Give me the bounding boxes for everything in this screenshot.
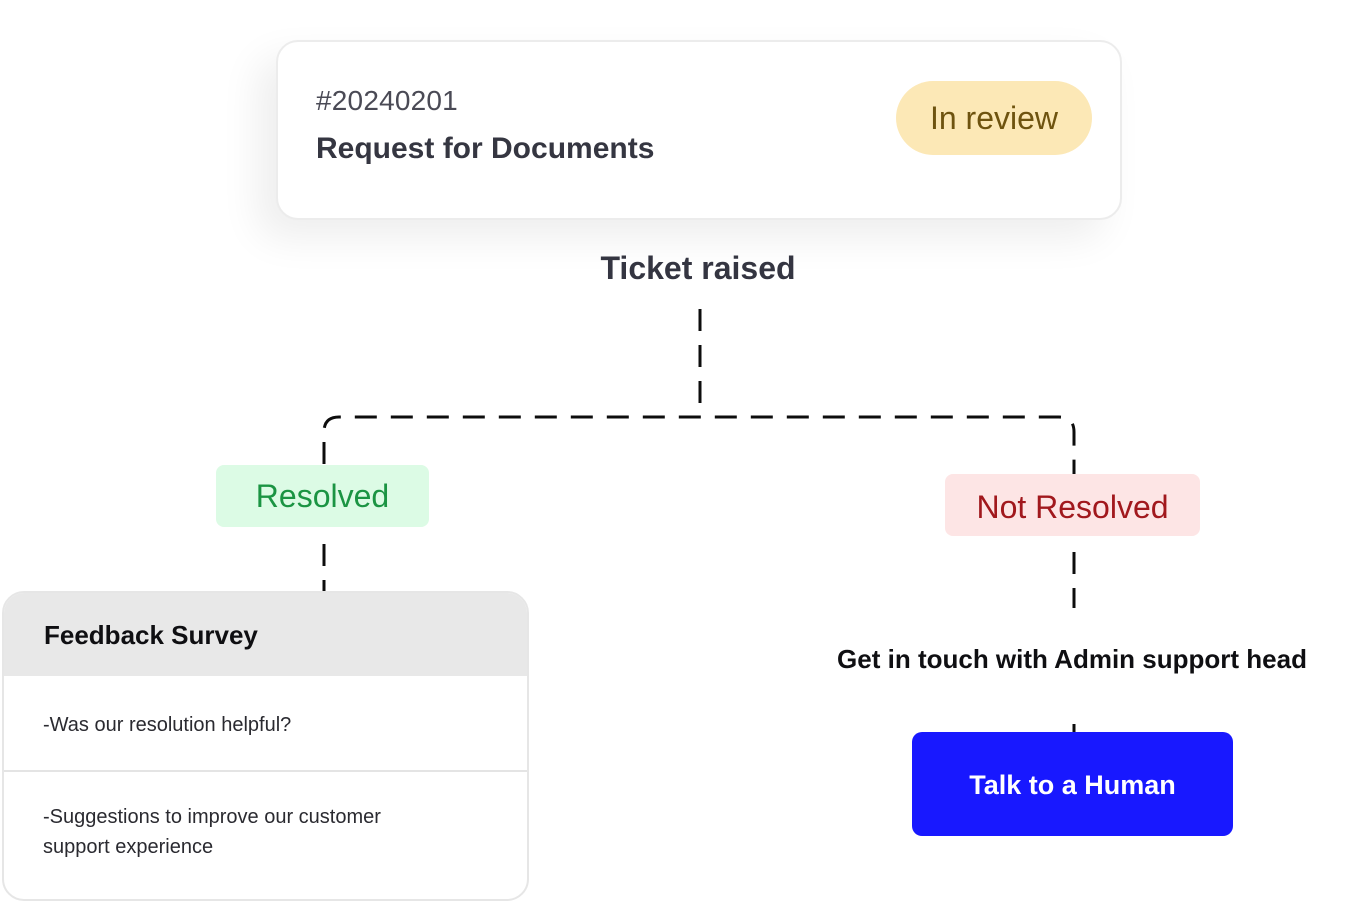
feedback-survey-card: Feedback Survey -Was our resolution help… [2, 591, 529, 901]
connector-branch-bar [322, 415, 1076, 474]
ticket-card: #20240201 Request for Documents In revie… [276, 40, 1122, 220]
talk-to-human-button[interactable]: Talk to a Human [912, 732, 1233, 836]
status-badge: In review [896, 81, 1092, 155]
resolved-badge: Resolved [216, 465, 429, 527]
not-resolved-badge: Not Resolved [945, 474, 1200, 536]
survey-header: Feedback Survey [4, 593, 527, 676]
escalation-instruction: Get in touch with Admin support head [837, 644, 1307, 674]
survey-question-text: -Suggestions to improve our customer sup… [43, 806, 381, 858]
survey-title: Feedback Survey [44, 620, 258, 650]
survey-question-row[interactable]: -Was our resolution helpful? [4, 676, 527, 772]
ticket-title: Request for Documents [316, 132, 655, 165]
survey-question-row[interactable]: -Suggestions to improve our customer sup… [4, 772, 527, 899]
step-label-ticket-raised: Ticket raised [600, 250, 796, 286]
ticket-id: #20240201 [316, 85, 458, 116]
survey-question-text: -Was our resolution helpful? [43, 714, 292, 736]
